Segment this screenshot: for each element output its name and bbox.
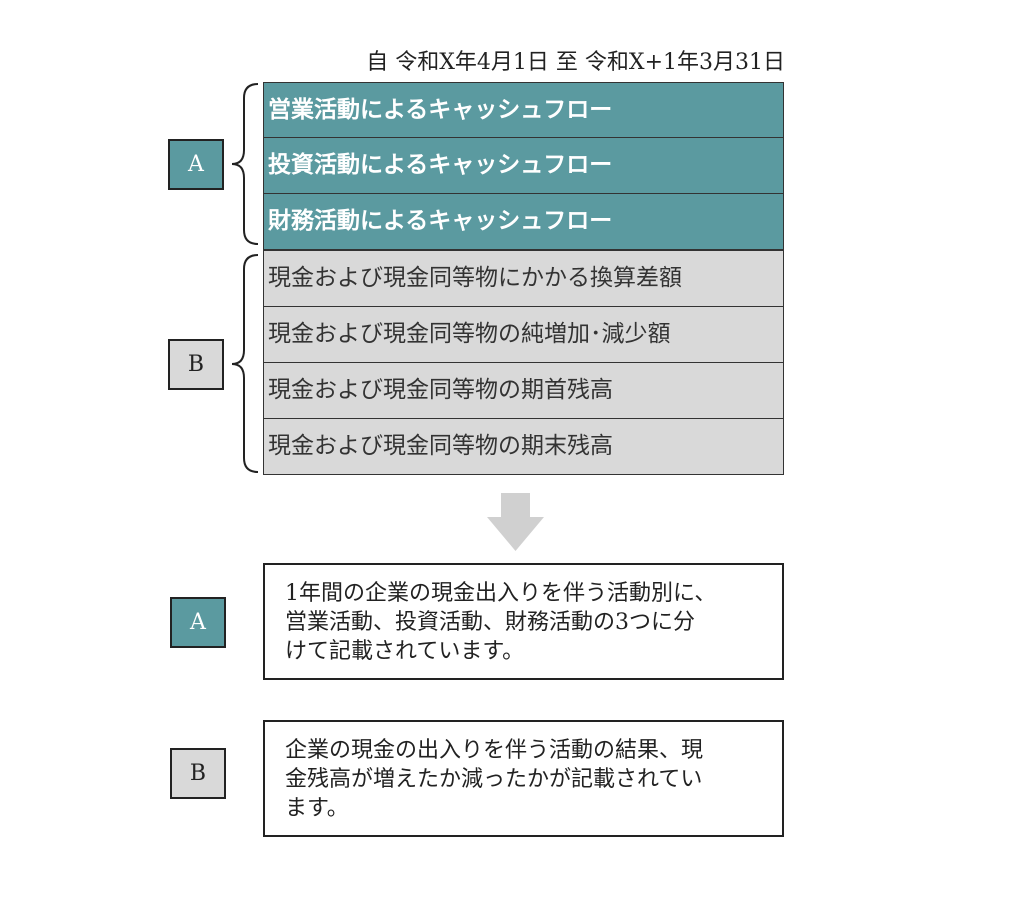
explanation-b-line: ます。	[285, 796, 349, 821]
explanation-b-line: 金残高が増えたか減ったかが記載されてい	[285, 767, 703, 792]
explanation-a-line: 営業活動、投資活動、財務活動の3つに分	[285, 610, 695, 635]
row-fx-difference: 現金および現金同等物にかかる換算差額	[263, 250, 784, 307]
explanation-b-box: 企業の現金の出入りを伴う活動の結果、現 金残高が増えたか減ったかが記載されてい …	[263, 720, 784, 837]
row-ending-balance: 現金および現金同等物の期末残高	[263, 419, 784, 475]
row-beginning-balance: 現金および現金同等物の期首残高	[263, 363, 784, 419]
down-arrow-icon	[487, 493, 544, 551]
explanation-b-label: B	[170, 748, 226, 799]
row-net-change: 現金および現金同等物の純増加･減少額	[263, 307, 784, 363]
explanation-a-box: 1年間の企業の現金出入りを伴う活動別に、 営業活動、投資活動、財務活動の3つに分…	[263, 563, 784, 680]
explanation-a-label: A	[170, 597, 226, 648]
group-b-label: B	[168, 339, 224, 390]
explanation-a-line: けて記載されています。	[285, 639, 525, 664]
explanation-b-line: 企業の現金の出入りを伴う活動の結果、現	[285, 738, 704, 763]
row-investing-cf: 投資活動によるキャッシュフロー	[263, 138, 784, 194]
braces	[231, 83, 259, 473]
period-heading: 自 令和X年4月1日 至 令和X+1年3月31日	[366, 50, 785, 75]
brace-b-icon	[231, 254, 259, 473]
row-operating-cf: 営業活動によるキャッシュフロー	[263, 82, 784, 138]
brace-a-icon	[231, 83, 259, 245]
row-financing-cf: 財務活動によるキャッシュフロー	[263, 194, 784, 250]
group-a-label: A	[168, 139, 224, 190]
explanation-a-line: 1年間の企業の現金出入りを伴う活動別に、	[285, 581, 717, 606]
